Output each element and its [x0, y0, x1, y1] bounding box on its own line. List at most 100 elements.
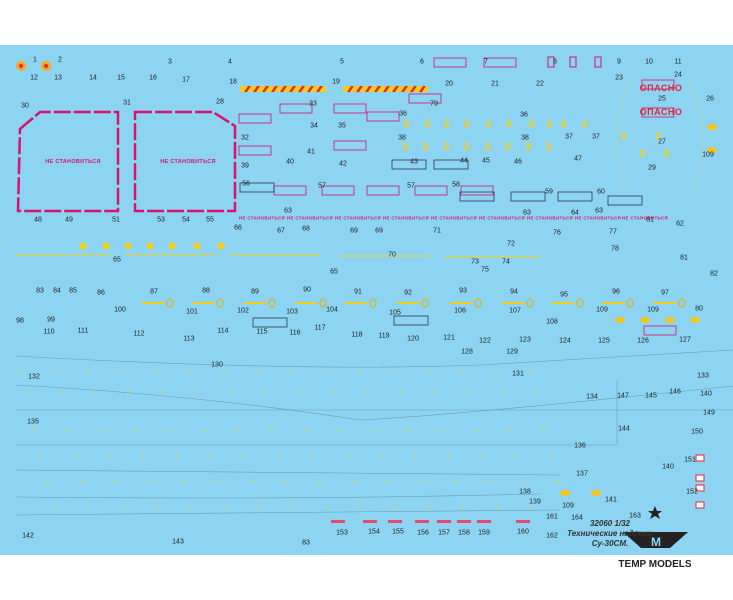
- yellow-label: [244, 302, 266, 304]
- hazard-stripe-right-band: [392, 86, 399, 92]
- decal-number-17: 17: [182, 76, 190, 84]
- do-not-step-decal: НЕ СТАНОВИТЬСЯ: [526, 215, 574, 221]
- decal-number-26: 26: [706, 95, 714, 103]
- danger-label-1: ОПАСНО: [639, 83, 683, 93]
- decal-number-6: 6: [420, 58, 424, 66]
- decal-number-54: 54: [182, 216, 190, 224]
- hazard-stripe-right-band: [419, 86, 426, 92]
- panel-line: [14, 349, 733, 368]
- decal-number-29: 29: [648, 164, 656, 172]
- sheet-caption: 32060 1/32 Технические надписи Су-30СМ.: [560, 519, 660, 549]
- decal-number-85: 85: [69, 287, 77, 295]
- panel-line: [14, 509, 561, 516]
- ring-marker: [626, 298, 634, 308]
- do-not-step-label-right: НЕ СТАНОВИТЬСЯ: [160, 159, 216, 165]
- hazard-stripe-left-band: [289, 86, 296, 92]
- pink-text-panel: [366, 111, 400, 122]
- hazard-stripe-left-band: [316, 86, 323, 92]
- decal-number-143: 143: [172, 538, 184, 546]
- dark-text-panel: [239, 182, 275, 193]
- decal-number-157: 157: [438, 529, 450, 537]
- small-red-decal: [477, 520, 491, 523]
- decal-number-127: 127: [679, 336, 691, 344]
- decal-number-115: 115: [256, 328, 268, 336]
- decal-number-51: 51: [112, 216, 120, 224]
- decal-number-154: 154: [368, 528, 380, 536]
- decal-number-75: 75: [481, 266, 489, 274]
- yellow-hook-marking: 2: [424, 119, 431, 130]
- decal-number-123: 123: [519, 336, 531, 344]
- small-red-decal: [388, 520, 402, 523]
- pink-text-panel: [238, 145, 272, 156]
- red-white-decal: [695, 454, 705, 462]
- yellow-hook-marking: 2: [485, 119, 492, 130]
- decal-number-140: 140: [700, 390, 712, 398]
- decal-number-9: 9: [617, 58, 621, 66]
- yellow-tab-marker: [193, 242, 201, 250]
- decal-number-156: 156: [417, 529, 429, 537]
- do-not-step-decal: НЕ СТАНОВИТЬСЯ: [478, 215, 526, 221]
- decal-number-53: 53: [157, 216, 165, 224]
- yellow-hook-marking: 2: [639, 149, 646, 160]
- decal-number-43: 43: [410, 158, 418, 166]
- yellow-number-marking: 2: [545, 142, 552, 153]
- do-not-step-decal: НЕ СТАНОВИТЬСЯ: [382, 215, 430, 221]
- small-red-decal: [331, 520, 345, 523]
- decal-number-145: 145: [645, 392, 657, 400]
- decal-number-128: 128: [461, 348, 473, 356]
- decal-number-88: 88: [202, 287, 210, 295]
- do-not-step-label-left: НЕ СТАНОВИТЬСЯ: [45, 159, 101, 165]
- decal-number-35: 35: [338, 122, 346, 130]
- hazard-stripe-right-band: [374, 86, 381, 92]
- decal-number-144: 144: [618, 425, 630, 433]
- decal-number-47: 47: [574, 155, 582, 163]
- dark-text-panel: [510, 191, 546, 202]
- pink-text-panel: [408, 93, 442, 104]
- decal-number-118: 118: [351, 331, 363, 339]
- yellow-pointer-marker: [560, 490, 570, 496]
- pink-text-panel: [333, 140, 367, 151]
- decal-number-39: 39: [241, 162, 249, 170]
- decal-number-125: 125: [598, 337, 610, 345]
- decal-number-67: 67: [277, 227, 285, 235]
- yellow-label: [397, 302, 419, 304]
- dark-text-panel: [252, 317, 288, 328]
- decal-number-58: 58: [452, 181, 460, 189]
- decal-number-42: 42: [339, 160, 347, 168]
- decal-number-110: 110: [43, 328, 55, 336]
- decal-number-98: 98: [16, 317, 24, 325]
- dark-text-panel: [391, 159, 427, 170]
- small-red-decal: [437, 520, 451, 523]
- decal-number-3: 3: [168, 58, 172, 66]
- decal-number-81: 81: [680, 254, 688, 262]
- decal-number-159: 159: [478, 529, 490, 537]
- decal-number-107: 107: [509, 307, 521, 315]
- decal-number-11: 11: [674, 58, 682, 66]
- small-red-decal: [516, 520, 530, 523]
- yellow-label: [450, 302, 472, 304]
- decal-number-147: 147: [617, 392, 629, 400]
- decal-number-99: 99: [47, 316, 55, 324]
- decal-number-108: 108: [546, 318, 558, 326]
- hazard-stripe-left-band: [271, 86, 278, 92]
- decal-number-77: 77: [609, 228, 617, 236]
- decal-number-41: 41: [307, 148, 315, 156]
- decal-number-79: 79: [430, 100, 438, 108]
- decal-number-140: 140: [662, 463, 674, 471]
- ring-marker: [474, 298, 482, 308]
- do-not-step-decal: НЕ СТАНОВИТЬСЯ: [430, 215, 478, 221]
- hazard-stripe-right-band: [410, 86, 417, 92]
- decal-number-34: 34: [310, 122, 318, 130]
- decal-number-69: 69: [350, 227, 358, 235]
- pink-text-panel: [643, 325, 677, 336]
- decal-number-36: 36: [399, 110, 407, 118]
- decal-number-160: 160: [517, 528, 529, 536]
- decal-number-150: 150: [691, 428, 703, 436]
- pink-text-panel: [641, 79, 675, 90]
- decal-number-4: 4: [228, 58, 232, 66]
- pink-marker: [594, 56, 602, 68]
- hazard-stripe-left-band: [280, 86, 287, 92]
- decal-number-134: 134: [586, 393, 598, 401]
- decal-number-121: 121: [443, 334, 455, 342]
- decal-number-80: 80: [695, 305, 703, 313]
